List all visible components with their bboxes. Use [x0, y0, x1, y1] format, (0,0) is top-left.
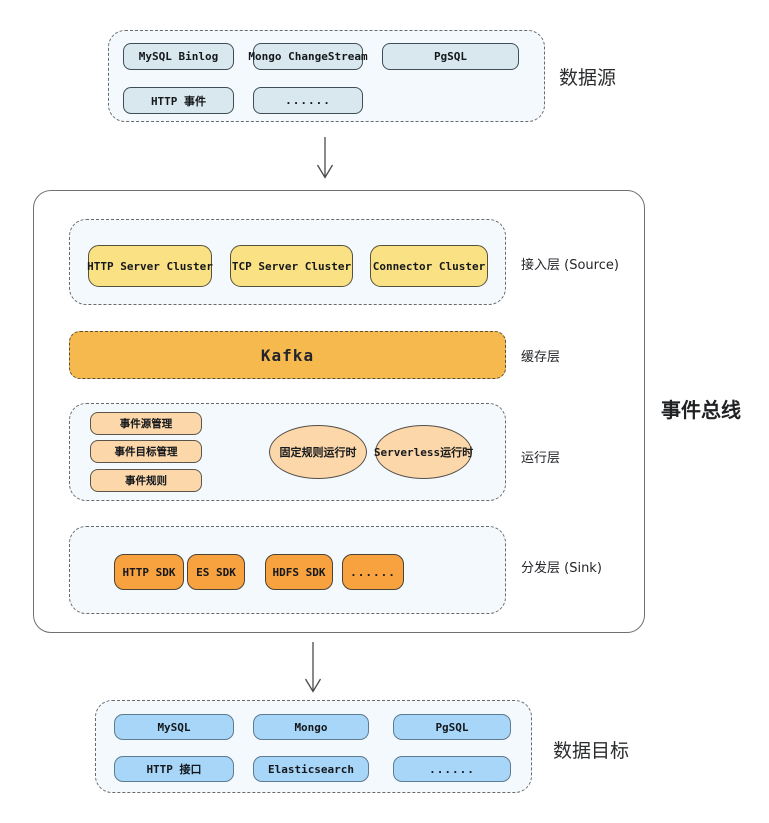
node-source-more: ......: [253, 87, 363, 114]
node-event-source-mgmt: 事件源管理: [90, 412, 202, 435]
node-event-rule: 事件规则: [90, 469, 202, 492]
sink-layer-panel: HTTP SDK ES SDK HDFS SDK ......: [69, 526, 506, 614]
node-serverless-runtime: Serverless运行时: [374, 425, 473, 479]
node-pgsql-target: PgSQL: [393, 714, 511, 740]
runtime-layer-panel: 事件源管理 事件目标管理 事件规则 固定规则运行时 Serverless运行时: [69, 403, 506, 501]
data-target-panel: MySQL Mongo PgSQL HTTP 接口 Elasticsearch …: [95, 700, 532, 793]
node-hdfs-sdk: HDFS SDK: [265, 554, 333, 590]
sink-layer-label: 分发层 (Sink): [521, 561, 602, 576]
node-es-sdk: ES SDK: [187, 554, 245, 590]
node-http-server-cluster: HTTP Server Cluster: [87, 245, 213, 287]
node-mysql-target: MySQL: [114, 714, 234, 740]
node-mysql-binlog: MySQL Binlog: [123, 43, 234, 70]
cache-layer-label: 缓存层: [521, 350, 561, 365]
arrow-source-to-bus: [316, 137, 334, 179]
node-elasticsearch: Elasticsearch: [253, 756, 369, 782]
node-connector-cluster: Connector Cluster: [370, 245, 488, 287]
data-target-label: 数据目标: [553, 740, 630, 762]
node-mongo-target: Mongo: [253, 714, 369, 740]
runtime-layer-label: 运行层: [521, 451, 561, 466]
access-layer-panel: HTTP Server Cluster TCP Server Cluster C…: [69, 219, 506, 305]
node-pgsql-source: PgSQL: [382, 43, 519, 70]
access-layer-label: 接入层 (Source): [521, 258, 619, 273]
node-http-sdk: HTTP SDK: [114, 554, 184, 590]
event-bus-box: HTTP Server Cluster TCP Server Cluster C…: [33, 190, 645, 633]
node-kafka: Kafka: [69, 331, 506, 379]
node-event-target-mgmt: 事件目标管理: [90, 440, 202, 463]
arrow-bus-to-target: [304, 642, 322, 693]
node-target-more: ......: [393, 756, 511, 782]
data-source-panel: MySQL Binlog Mongo ChangeStream PgSQL HT…: [108, 30, 545, 122]
data-source-label: 数据源: [559, 67, 617, 89]
node-http-api: HTTP 接口: [114, 756, 234, 782]
node-sink-more: ......: [342, 554, 404, 590]
node-http-event: HTTP 事件: [123, 87, 234, 114]
node-mongo-changestream: Mongo ChangeStream: [248, 43, 368, 70]
event-bus-label: 事件总线: [661, 398, 741, 422]
node-tcp-server-cluster: TCP Server Cluster: [230, 245, 353, 287]
node-fixed-rule-runtime: 固定规则运行时: [269, 425, 367, 479]
